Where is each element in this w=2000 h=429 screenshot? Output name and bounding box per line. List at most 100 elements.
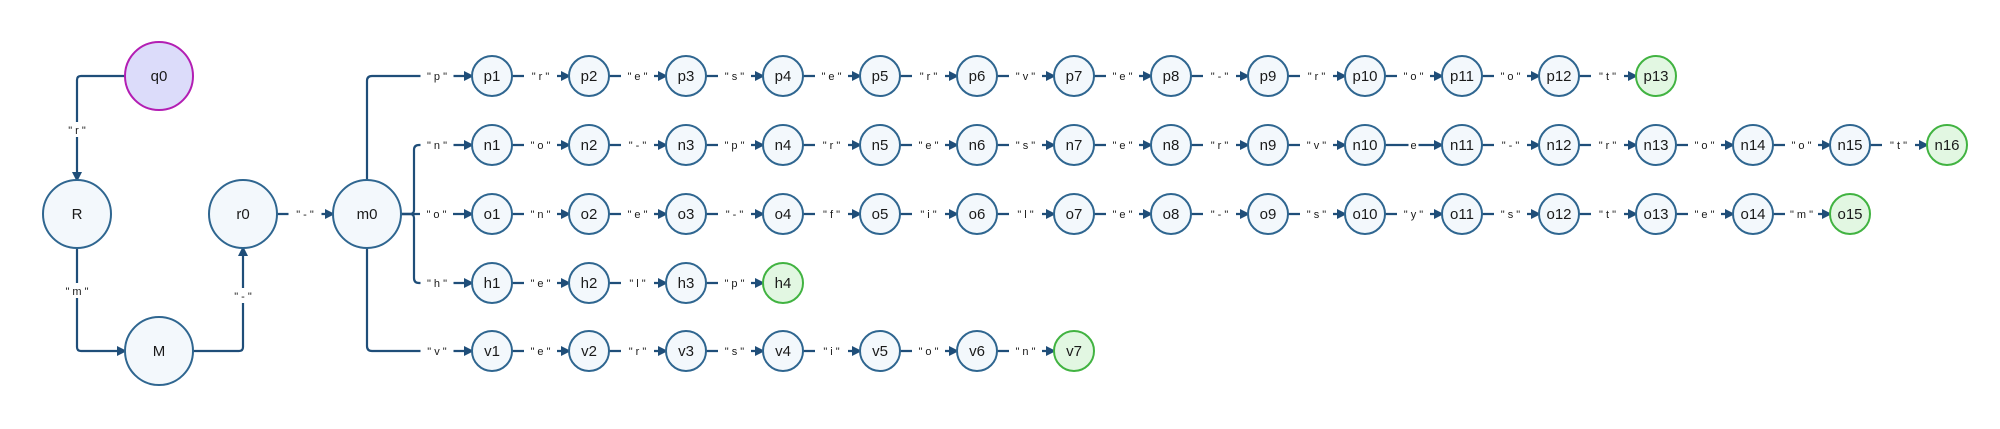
edge-label-text: " s " [1016, 140, 1036, 152]
state-node-n9: n9 [1247, 124, 1289, 166]
edge-label: " e " [621, 68, 654, 83]
state-label: h4 [775, 275, 792, 292]
edge-label-text: " s " [1501, 209, 1521, 221]
edge-label-text: " p " [724, 278, 744, 290]
edge-label-text: " - " [234, 291, 252, 303]
state-circle [1732, 193, 1774, 235]
state-label: v1 [484, 343, 500, 360]
state-label: o8 [1163, 206, 1180, 223]
edge-label-bg [420, 137, 454, 152]
edge-label-text: " - " [629, 140, 647, 152]
edge-label: " r " [621, 343, 654, 358]
state-node-n16: n16 [1926, 124, 1968, 166]
edge-label: " n " [524, 206, 557, 221]
edge-label: " e " [815, 68, 848, 83]
state-node-n1: n1 [471, 124, 513, 166]
state-node-p10: p10 [1344, 55, 1386, 97]
edge-label-bg [1009, 68, 1042, 83]
edge-label-text: " r " [532, 71, 550, 83]
state-circle [1150, 55, 1192, 97]
edge-label-text: " r " [629, 346, 647, 358]
state-node-o4: o4 [762, 193, 804, 235]
edge-label-bg [815, 137, 848, 152]
edge-label: e [1408, 137, 1419, 152]
state-circle [1344, 124, 1386, 166]
state-node-o10: o10 [1344, 193, 1386, 235]
edge-label: " s " [718, 343, 751, 358]
edge-label-text: " s " [1307, 209, 1327, 221]
edge-label: " e " [1106, 206, 1139, 221]
edge-label-text: " o " [530, 140, 550, 152]
state-node-o13: o13 [1635, 193, 1677, 235]
edge-label-bg [1300, 206, 1333, 221]
edge-label-text: " n " [427, 140, 447, 152]
edge-label-bg [420, 206, 453, 221]
state-node-M: M [124, 316, 194, 386]
edge-label: " o " [1397, 68, 1430, 83]
state-node-n2: n2 [568, 124, 610, 166]
state-label: q0 [151, 68, 168, 85]
edge-label: " n " [420, 137, 454, 152]
state-node-v3: v3 [665, 330, 707, 372]
edge-label: " v " [420, 343, 454, 358]
state-label: R [72, 206, 83, 223]
edge-label: " p " [718, 137, 751, 152]
state-node-o14: o14 [1732, 193, 1774, 235]
state-label: n7 [1066, 137, 1083, 154]
state-label: o2 [581, 206, 598, 223]
state-node-o2: o2 [568, 193, 610, 235]
state-circle [956, 55, 998, 97]
edge-label-bg [815, 206, 848, 221]
edge-label-bg [1591, 137, 1624, 152]
edge-label-text: " v " [1016, 71, 1036, 83]
edge-label-text: " i " [920, 209, 936, 221]
edge-label-bg [1785, 137, 1818, 152]
state-circle [956, 193, 998, 235]
state-label: v5 [872, 343, 888, 360]
state-label: o12 [1546, 206, 1571, 223]
edge-label-bg [815, 68, 848, 83]
edge-label-text: " e " [627, 209, 647, 221]
edge-label-bg [420, 343, 454, 358]
state-node-o8: o8 [1150, 193, 1192, 235]
state-label: n6 [969, 137, 986, 154]
state-circle [471, 193, 513, 235]
edge-labels-layer: " r "" m "" - "" - "" p "" r "" e "" s "… [60, 68, 1915, 358]
edge-label-bg [420, 275, 454, 290]
state-label: p12 [1546, 68, 1571, 85]
state-node-o5: o5 [859, 193, 901, 235]
edge-label-text: " v " [427, 346, 447, 358]
edge-label: " r " [1300, 68, 1333, 83]
state-node-m0: m0 [332, 179, 402, 249]
edge-label: " p " [420, 68, 454, 83]
state-circle [1926, 124, 1968, 166]
edge-label-text: " - " [1211, 71, 1229, 83]
state-label: p8 [1163, 68, 1180, 85]
state-label: v2 [581, 343, 597, 360]
state-node-o11: o11 [1441, 193, 1483, 235]
edge-label-bg [524, 137, 557, 152]
edge-label-bg [524, 343, 557, 358]
state-circle [665, 193, 707, 235]
edge-label-text: " o " [1791, 140, 1811, 152]
state-circle [1247, 193, 1289, 235]
state-label: o5 [872, 206, 889, 223]
state-node-v2: v2 [568, 330, 610, 372]
edge-R-M [75, 248, 127, 356]
edge-label-bg [1494, 137, 1527, 152]
edge-label-bg [1397, 206, 1430, 221]
edge-label: " s " [1300, 206, 1333, 221]
edge-label-bg [621, 343, 654, 358]
state-label: p2 [581, 68, 598, 85]
state-label: n3 [678, 137, 695, 154]
edge-label-text: " r " [1599, 140, 1617, 152]
state-node-n7: n7 [1053, 124, 1095, 166]
edge-label: " n " [1009, 343, 1042, 358]
edge-label: " e " [524, 343, 557, 358]
edge-label: " r " [60, 122, 94, 137]
edge-label: " s " [1494, 206, 1527, 221]
edge-label: " - " [621, 137, 654, 152]
edge-label-bg [226, 288, 260, 303]
state-label: n9 [1260, 137, 1277, 154]
state-circle [1538, 55, 1580, 97]
